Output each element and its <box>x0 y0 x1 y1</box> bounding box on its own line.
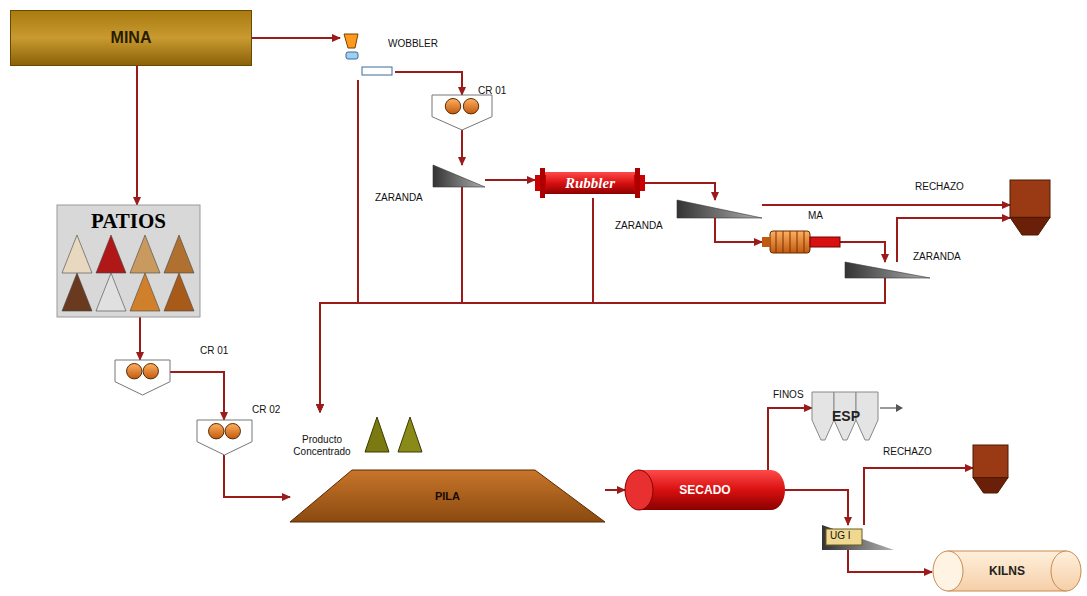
flow-arrow <box>252 37 340 39</box>
flow-arrow <box>715 218 762 242</box>
equipment-label: ZARANDA <box>375 192 423 203</box>
flow-arrow <box>136 66 138 205</box>
esp-outlet-arrow <box>880 407 896 408</box>
equipment-node: KILNS <box>932 550 1082 592</box>
hopper-symbol <box>432 95 492 130</box>
equipment-label: WOBBLER <box>388 38 438 49</box>
equipment-label: MA <box>808 210 823 221</box>
equipment-label: RECHAZO <box>883 446 932 457</box>
equipment-node: ZARANDA <box>433 165 485 187</box>
product-label: Producto Concentrado <box>285 434 359 458</box>
flow-arrow <box>897 218 1010 262</box>
flow-arrow <box>461 130 463 165</box>
flow-arrow <box>840 242 885 262</box>
equipment-node: ZARANDA <box>677 200 762 218</box>
node-title: PILA <box>435 490 460 502</box>
equipment-node: ESP <box>812 392 880 440</box>
node-title: SECADO <box>679 483 730 497</box>
equipment-node: PATIOS <box>57 205 200 317</box>
bin-symbol <box>1010 180 1050 235</box>
node-title: MINA <box>111 29 152 47</box>
flow-arrow <box>320 278 885 412</box>
flow-arrow <box>785 490 848 525</box>
equipment-label: ZARANDA <box>615 220 663 231</box>
equipment-label: CR 02 <box>252 404 280 415</box>
equipment-node: CR 02 <box>197 420 252 455</box>
node-title: KILNS <box>989 564 1025 578</box>
wedge-symbol <box>433 165 485 187</box>
flow-arrow <box>320 187 462 412</box>
equipment-node: RECHAZO <box>1010 180 1050 235</box>
equipment-label: RECHAZO <box>915 181 964 192</box>
hopper-symbol <box>197 420 252 455</box>
equipment-label: CR 01 <box>200 345 228 356</box>
equipment-node: CR 01 <box>432 95 492 130</box>
equipment-label: ZARANDA <box>913 251 961 262</box>
flow-arrow <box>224 455 290 497</box>
flow-arrow <box>320 198 593 412</box>
equipment-node: Rubbler <box>535 168 645 198</box>
node-title: PATIOS <box>91 209 166 234</box>
flow-arrow <box>762 204 1010 206</box>
wedge-symbol <box>845 262 930 278</box>
esp-outlet-head <box>896 404 903 412</box>
grind-symbol <box>762 228 840 256</box>
equipment-node: Producto Concentrado <box>285 412 425 467</box>
equipment-node: SECADO <box>625 470 785 510</box>
flow-arrow <box>645 183 715 200</box>
flow-arrow <box>864 468 973 525</box>
equipment-node: UG I <box>822 525 894 550</box>
flow-arrow <box>605 489 625 491</box>
node-title: ESP <box>832 408 860 424</box>
wedge-symbol <box>677 200 762 218</box>
node-title: Rubbler <box>565 175 615 192</box>
edge-label: FINOS <box>772 389 805 400</box>
flow-arrow <box>139 317 141 360</box>
equipment-node: ZARANDA <box>845 262 930 278</box>
node-title: UG I <box>830 530 851 542</box>
equipment-node: PILA <box>290 470 605 522</box>
flow-arrow <box>170 372 224 420</box>
equipment-label: CR 01 <box>478 85 506 96</box>
equipment-node: MINA <box>10 10 252 66</box>
flow-arrow <box>768 408 812 470</box>
bin-symbol <box>973 445 1008 493</box>
equipment-node: RECHAZO <box>973 445 1008 493</box>
equipment-node: CR 01 <box>115 360 170 395</box>
flow-arrow <box>395 72 462 95</box>
flow-arrow <box>320 80 358 412</box>
flow-arrow <box>848 550 932 572</box>
flow-arrow <box>485 179 535 181</box>
wobbler-symbol <box>340 30 395 80</box>
hopper-symbol <box>115 360 170 395</box>
equipment-node: WOBBLER <box>340 30 395 80</box>
equipment-node: MA <box>762 228 840 256</box>
